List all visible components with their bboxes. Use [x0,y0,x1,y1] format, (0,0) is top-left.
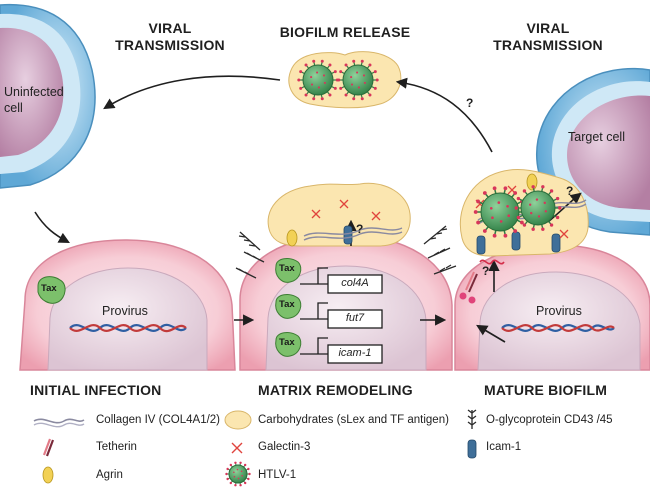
stage-title-mature: MATURE BIOFILM [484,382,608,398]
provirus-label-1: Provirus [102,304,148,318]
icam-icon [467,439,477,459]
target-cell-label: Target cell [568,130,625,144]
arrow-mature-to-release [395,77,493,153]
legend-label-tetherin: Tetherin [96,441,137,453]
target-cell [536,68,650,236]
virus-icon [225,461,251,487]
legend-virus-particle [225,461,251,487]
uninfected-cell [0,3,96,189]
legend-label-htlv: HTLV-1 [258,469,297,481]
cell-initial [19,239,236,371]
arrow-uninfected-to-initial [34,211,70,244]
provirus-label-3: Provirus [536,304,582,318]
stage-title-matrix: MATRIX REMODELING [258,382,413,398]
tax-protein-2 [275,258,302,283]
tetherin-markers [459,259,505,304]
question-mark-membrane: ? [482,264,490,278]
virus-release-2 [337,59,379,101]
galectin-icon [231,442,243,454]
tetherin-icon [42,438,55,457]
virus-mature-2 [514,185,562,231]
glycoprotein-spikes [235,225,457,279]
glycoprotein-icon [467,409,477,429]
question-mark-target: ? [566,184,574,198]
tax-label-3: Tax [279,299,295,310]
tax-label-4: Tax [279,337,295,348]
galectin-markers [311,185,569,239]
tax-label-1: Tax [41,283,57,294]
carbohydrate-icon [224,410,252,430]
provirus-dna-3 [501,324,615,332]
virus-release-1 [297,59,339,101]
arrow-release-to-uninfected [103,75,281,110]
htlv-viruses [297,59,562,238]
gene-label-col4a: col4A [341,277,369,289]
legend-label-icam: Icam-1 [486,441,522,453]
collagen-icon [33,418,85,428]
gene-constructs [300,267,383,364]
legend-label-collagen: Collagen IV (COL4A1/2) [96,414,221,426]
virus-mature-1 [473,186,527,238]
legend-label-glycoprotein: O-glycoprotein CD43 /45 [486,414,613,426]
tax-protein-3 [275,294,302,319]
question-mark-gene: ? [356,222,364,236]
icam-markers [343,225,561,255]
legend-label-carbohydrates: Carbohydrates (sLex and TF antigen) [258,414,449,426]
legend-icons [33,409,477,487]
tax-label-2: Tax [279,263,295,274]
tax-proteins [37,258,302,357]
arrow-provirus-to-membrane [476,324,506,343]
legend-label-agrin: Agrin [96,469,123,481]
legend-label-galectin: Galectin-3 [258,441,311,453]
agrin-icon [42,466,54,484]
tax-protein-4 [275,332,302,357]
biofilm-release-title: BIOFILM RELEASE [279,24,411,40]
gene-label-icam1: icam-1 [338,347,372,359]
provirus-dna-1 [69,323,187,333]
tax-protein-1 [37,276,66,304]
gene-label-fut7: fut7 [345,312,365,324]
question-mark-release: ? [466,96,474,110]
stage-title-initial: INITIAL INFECTION [30,382,162,398]
